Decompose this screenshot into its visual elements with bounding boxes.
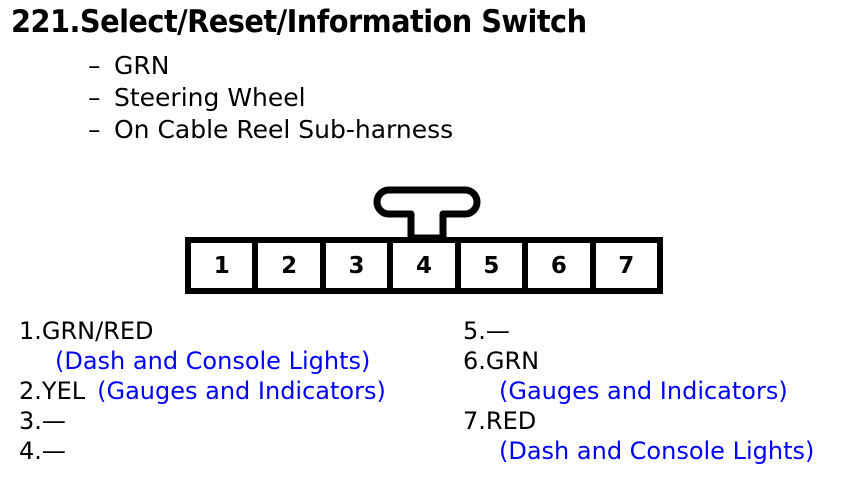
description-bullet-list: – GRN – Steering Wheel – On Cable Reel S… [88,50,688,146]
connector-body: 1 2 3 4 5 6 7 [185,237,663,294]
pin-entry-1: 1.GRN/RED [19,316,459,346]
pin-entry-7-circuit: (Dash and Console Lights) [463,436,854,466]
pin-list-left-column: 1.GRN/RED (Dash and Console Lights) 2.YE… [19,316,459,466]
pin-list-right-column: 5.— 6.GRN (Gauges and Indicators) 7.RED … [463,316,854,466]
pin-entry-6: 6.GRN [463,346,854,376]
pin-entry-6-circuit: (Gauges and Indicators) [463,376,854,406]
connector-pin-3: 3 [325,243,394,288]
pin-wire-color: RED [485,407,537,435]
pin-number: 7. [463,407,486,435]
pin-wire-color: — [485,317,510,345]
connector-pin-2: 2 [258,243,326,288]
connector-pin-4: 4 [393,243,461,288]
connector-diagram: 1 2 3 4 5 6 7 [185,186,663,296]
pin-circuit-name: (Dash and Console Lights) [499,437,815,465]
pin-circuit-name: (Dash and Console Lights) [55,347,371,375]
pin-entry-1-circuit: (Dash and Console Lights) [19,346,459,376]
en-dash-bullet-icon: – [88,115,101,144]
bullet-label: Steering Wheel [114,83,306,112]
pin-entry-5: 5.— [463,316,854,346]
bullet-item-wire-color: – GRN [88,50,688,82]
pin-entry-7: 7.RED [463,406,854,436]
pin-number: 6. [463,347,486,375]
pin-wire-color: — [41,407,66,435]
pin-number: 2. [19,377,42,405]
pin-number: 1. [19,317,42,345]
bullet-item-harness: – On Cable Reel Sub-harness [88,114,688,146]
pin-wire-color: — [41,437,66,465]
pin-number: 5. [463,317,486,345]
pin-entry-2: 2.YEL (Gauges and Indicators) [19,376,459,406]
page-title: 221.Select/Reset/Information Switch [11,4,587,40]
pin-entry-4: 4.— [19,436,459,466]
bullet-item-location: – Steering Wheel [88,82,688,114]
en-dash-bullet-icon: – [88,83,101,112]
en-dash-bullet-icon: – [88,51,101,80]
bullet-label: GRN [114,51,170,80]
pin-number: 3. [19,407,42,435]
connector-pin-6: 6 [528,243,596,288]
connector-pin-7: 7 [595,243,657,288]
pin-circuit-name: (Gauges and Indicators) [97,377,386,405]
pin-wire-color: GRN [485,347,540,375]
pin-wire-color: YEL [41,377,86,405]
connector-pin-5: 5 [460,243,529,288]
pin-entry-3: 3.— [19,406,459,436]
pin-circuit-name: (Gauges and Indicators) [499,377,788,405]
pin-number: 4. [19,437,42,465]
pin-wire-color: GRN/RED [41,317,154,345]
bullet-label: On Cable Reel Sub-harness [114,115,454,144]
connector-latch-tab-icon [373,186,481,238]
connector-pin-1: 1 [191,243,259,288]
